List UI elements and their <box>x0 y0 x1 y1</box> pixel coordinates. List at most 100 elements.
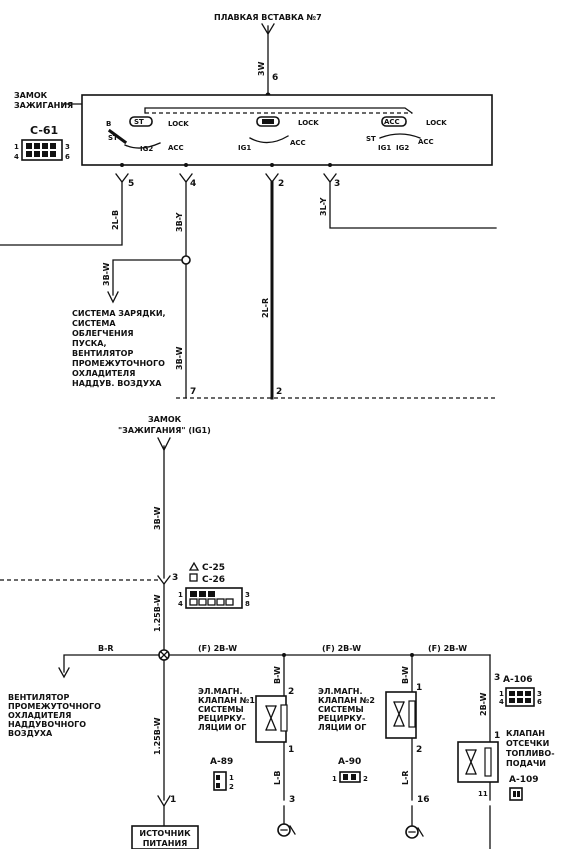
pin-4: 4 <box>190 179 196 189</box>
wire-b-r <box>63 654 160 673</box>
v1-lines-line: РЕЦИРКУ- <box>198 714 245 723</box>
junction-3b <box>181 255 191 265</box>
sensor-symbol-2 <box>405 805 424 839</box>
pin-11: 11 <box>478 790 488 798</box>
valve1-p1: 1 <box>229 774 234 782</box>
ignition-title-1: ЗАМОК <box>14 91 48 100</box>
fan-lines-line: НАДДУВОЧНОГО <box>8 720 86 729</box>
valve3-connector-top-icon <box>505 687 535 707</box>
charging-lines-line: ПРОМЕЖУТОЧНОГО <box>72 359 165 368</box>
valve3-p6: 6 <box>537 698 542 706</box>
fan-label: ВЕНТИЛЯТОРПРОМЕЖУТОЧНОГООХЛАДИТЕЛЯНАДДУВ… <box>8 693 101 738</box>
pin-end-1: 1 <box>170 795 176 805</box>
sw1-lock: LOCK <box>168 120 189 128</box>
pin-end-3: 3 <box>289 795 295 805</box>
wire-label-3b-w-a: 3B-W <box>102 262 111 286</box>
valve1-connector-icon <box>213 771 227 791</box>
charging-lines-line: СИСТЕМА <box>72 319 116 328</box>
v3-lines-line: ПОДАЧИ <box>506 759 546 768</box>
v1-bot-pin: 1 <box>288 745 294 755</box>
wire-label-2l-b: 2L-B <box>111 210 120 230</box>
c25-pin-1: 1 <box>178 591 183 599</box>
c25-pin-3: 3 <box>245 591 250 599</box>
sw3-ig2: IG2 <box>396 144 409 152</box>
valve3-body <box>457 741 499 783</box>
v1-top-pin: 2 <box>288 687 294 697</box>
wire-2l-b <box>0 181 123 246</box>
pin-6: 6 <box>272 73 278 83</box>
sw1-st-tag: ST <box>134 118 144 126</box>
wire-label-3b-w-b: 3B-W <box>175 346 184 370</box>
valve2-p2: 2 <box>363 775 368 783</box>
v2-lines-line: СИСТЕМЫ <box>318 705 364 714</box>
valve3-connector-top: A-106 <box>503 675 533 685</box>
fan-lines-line: ПРОМЕЖУТОЧНОГО <box>8 702 101 711</box>
fuse-label: ПЛАВКАЯ ВСТАВКА №7 <box>214 13 322 22</box>
sw3-acc: ACC <box>418 138 434 146</box>
ps-lines-line: ИСТОЧНИК <box>139 829 191 838</box>
wire-label-3w: 3W <box>257 61 266 76</box>
seg-f3: (F) 2B-W <box>428 644 467 653</box>
pin-3-mid: 3 <box>172 573 178 583</box>
wire-label-lr: L-R <box>401 770 410 785</box>
v3-lines-line: ОТСЕЧКИ <box>506 739 549 748</box>
fan-lines-line: ОХЛАДИТЕЛЯ <box>8 711 71 720</box>
ig1-ref-1: ЗАМОК <box>148 415 182 424</box>
wire-label-2bw: 2B-W <box>479 692 488 716</box>
charging-lines-line: НАДДУВ. ВОЗДУХА <box>72 379 162 388</box>
v2-lines-line: ЛЯЦИИ ОГ <box>318 723 366 732</box>
v2-lines-line: ЭЛ.МАГН. <box>318 687 363 696</box>
ign-pin-6: 6 <box>65 153 70 161</box>
power-source-box <box>131 825 199 849</box>
sw1-b: B <box>106 120 111 128</box>
pin-2-bottom: 2 <box>276 387 282 397</box>
v3-lines-line: ТОПЛИВО- <box>506 749 555 758</box>
valve3-p1: 1 <box>499 690 504 698</box>
sw2-lock: LOCK <box>298 119 319 127</box>
sw2-acc: ACC <box>290 139 306 147</box>
switch-section-1: ST LOCK B ST IG2 ACC <box>106 116 189 153</box>
valve2-connector-icon <box>339 771 361 783</box>
wire-label-3b-y: 3B-Y <box>175 212 184 232</box>
charging-lines-line: ОХЛАДИТЕЛЯ <box>72 369 135 378</box>
wire-label-lb: L-B <box>273 770 282 785</box>
pin-5: 5 <box>128 179 134 189</box>
connector-c25: C-25 <box>202 563 225 573</box>
v2-bot-pin: 2 <box>416 745 422 755</box>
pin-end-16: 16 <box>417 795 430 805</box>
ignition-title-2: ЗАЖИГАНИЯ <box>14 101 73 110</box>
ignition-connector-icon <box>21 139 63 161</box>
sw2-ig1: IG1 <box>238 144 251 152</box>
valve2-p1: 1 <box>332 775 337 783</box>
charging-lines-line: ПУСКА, <box>72 339 107 348</box>
pin-7-bottom: 7 <box>190 387 196 397</box>
seg-f2: (F) 2B-W <box>322 644 361 653</box>
c25-pin-4: 4 <box>178 600 183 608</box>
wire-label-3l-y: 3L-Y <box>319 197 328 216</box>
v1-lines-line: КЛАПАН №1 <box>198 696 255 705</box>
charging-lines-line: ОБЛЕГЧЕНИЯ <box>72 329 134 338</box>
v2-top-pin: 1 <box>416 683 422 693</box>
v1-lines-line: ЭЛ.МАГН. <box>198 687 243 696</box>
v3-lines-line: КЛАПАН <box>506 729 545 738</box>
wire-label-b-r: B-R <box>98 644 114 653</box>
connector-c26: C-26 <box>202 575 225 585</box>
valve1-p2: 2 <box>229 783 234 791</box>
v3-mid-pin: 1 <box>494 731 500 741</box>
sw3-acc-tag: ACC <box>384 118 400 126</box>
ps-lines-line: ПИТАНИЯ <box>143 839 188 848</box>
pin-2: 2 <box>278 179 284 189</box>
sw3-ig1: IG1 <box>378 144 391 152</box>
valve3-connector-bottom: A-109 <box>509 775 539 785</box>
valve3-connector-bottom-icon <box>509 787 523 801</box>
switch-linkage-frame <box>144 107 413 114</box>
charging-lines-line: СИСТЕМА ЗАРЯДКИ, <box>72 309 166 318</box>
c25-pin-8: 8 <box>245 600 250 608</box>
valve3-p4: 4 <box>499 698 504 706</box>
wire-label-3b-w-lower: 3B-W <box>153 506 162 530</box>
v3-top-pin: 3 <box>494 673 500 683</box>
